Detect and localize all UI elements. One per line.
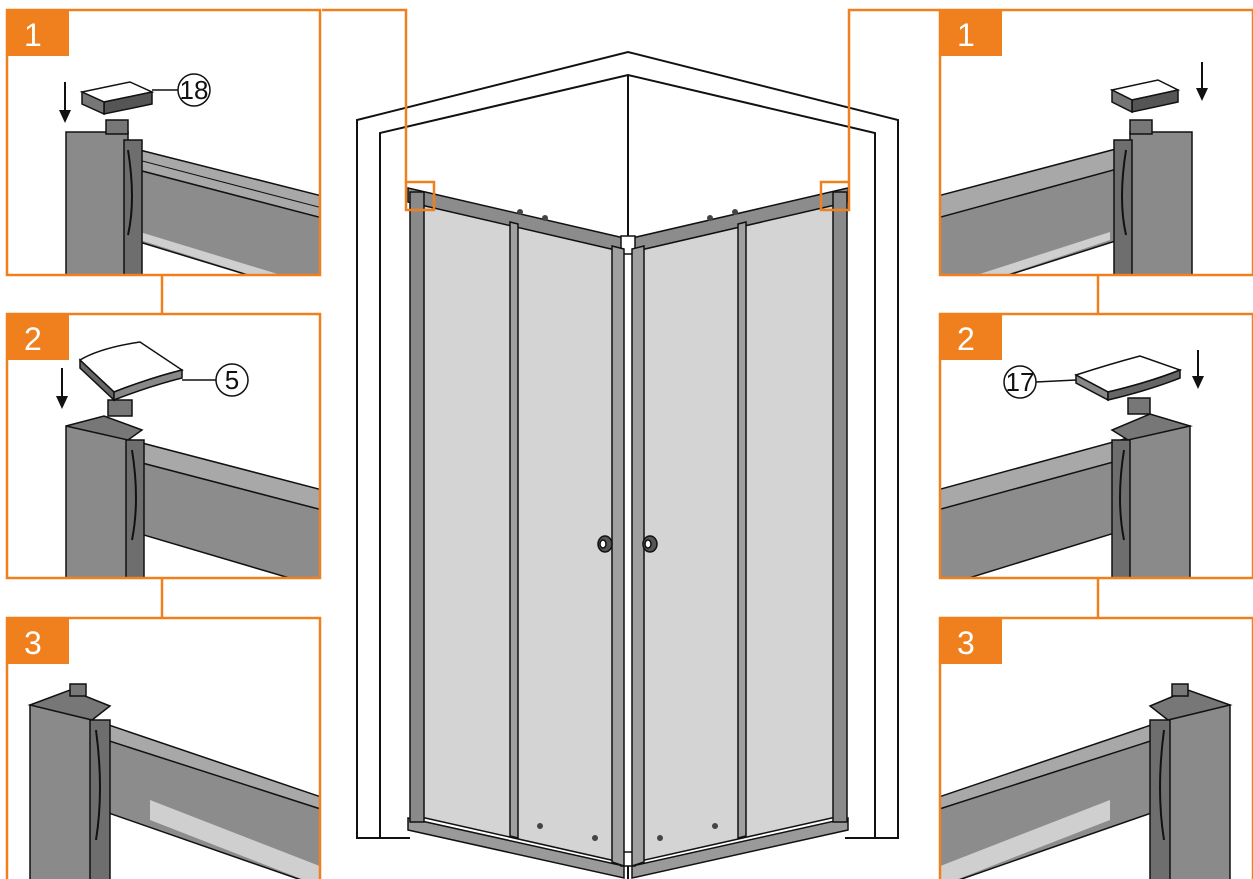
step-number: 3 xyxy=(24,625,42,661)
step-number: 2 xyxy=(957,321,975,357)
left-step-2-frame xyxy=(5,312,322,580)
left-step-1-badge xyxy=(7,10,69,56)
down-arrow-icon xyxy=(59,82,71,123)
right-step-3-badge xyxy=(940,618,1002,664)
wall-profiles xyxy=(409,191,848,823)
left-step-3-frame xyxy=(5,616,322,879)
left-step-3-badge xyxy=(7,618,69,664)
end-cap-icon xyxy=(1109,79,1181,114)
down-arrow-icon xyxy=(1196,62,1208,101)
part-number-18: 18 xyxy=(180,75,209,105)
down-arrow-icon xyxy=(1192,350,1204,389)
rollers xyxy=(517,209,738,841)
right-step-1-panel: 1 xyxy=(938,8,1253,277)
end-cap-icon xyxy=(79,81,155,116)
shower-enclosure xyxy=(322,8,940,879)
left-step-1-panel: 18 1 xyxy=(5,8,322,277)
part-number-17: 17 xyxy=(1006,367,1035,397)
callout-markers xyxy=(322,8,940,212)
step-number: 3 xyxy=(957,625,975,661)
left-step-2-panel: 5 2 xyxy=(5,312,322,580)
wall-outline xyxy=(356,50,899,879)
door-knob-icon xyxy=(597,535,658,553)
right-step-1-frame xyxy=(938,8,1253,277)
left-step-2-badge xyxy=(7,314,69,360)
part-callout: 17 xyxy=(1003,365,1037,399)
down-arrow-icon xyxy=(56,368,68,409)
part-callout: 5 xyxy=(215,363,249,397)
corner-cap-icon xyxy=(78,341,184,402)
part-callout: 18 xyxy=(177,73,211,107)
step-number: 1 xyxy=(957,17,975,53)
step-number: 2 xyxy=(24,321,42,357)
part-number-5: 5 xyxy=(225,365,239,395)
right-step-2-badge xyxy=(940,314,1002,360)
right-step-3-frame xyxy=(938,616,1253,879)
corner-cap-icon xyxy=(1074,355,1183,402)
left-step-1-frame xyxy=(5,8,322,277)
right-step-1-badge xyxy=(940,10,1002,56)
step-number: 1 xyxy=(24,17,42,53)
right-step-2-panel: 17 2 xyxy=(938,312,1253,580)
door-profiles xyxy=(509,221,747,868)
right-step-2-frame xyxy=(938,312,1253,580)
part-leader xyxy=(1035,379,1077,383)
right-step-3-panel: 3 xyxy=(938,616,1253,879)
left-step-3-panel: 3 xyxy=(5,616,322,879)
glass-panels xyxy=(411,194,846,863)
